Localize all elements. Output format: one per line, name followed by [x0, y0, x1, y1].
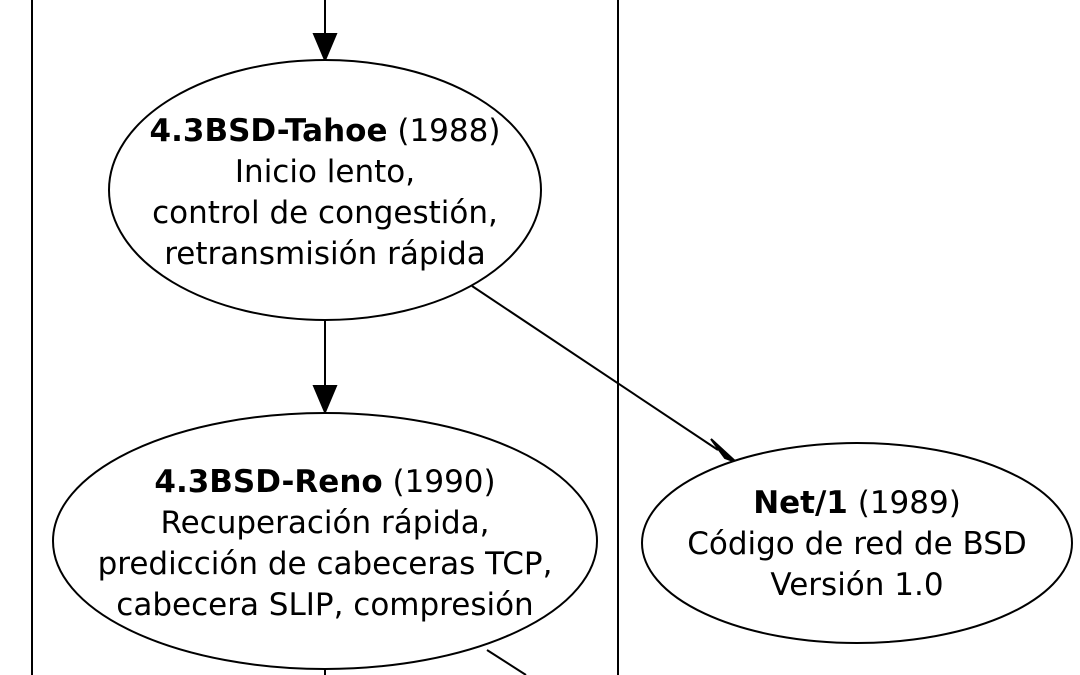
node-net1-line-1: Código de red de BSD: [687, 526, 1027, 562]
node-net1-title: Net/1 (1989): [753, 485, 961, 521]
node-tahoe-shape: [108, 59, 542, 321]
edge-prev-to-tahoe: [312, 0, 338, 63]
node-tahoe-title: 4.3BSD-Tahoe (1988): [150, 113, 501, 149]
node-tahoe-line-3: retransmisión rápida: [164, 236, 486, 272]
edge-tahoe-to-net1: [471, 285, 737, 463]
node-reno-line-3: cabecera SLIP, compresión: [116, 587, 533, 623]
node-net1-line-2: Versión 1.0: [770, 567, 943, 603]
node-reno-title: 4.3BSD-Reno (1990): [154, 464, 495, 500]
node-net1: Net/1 (1989) Código de red de BSD Versió…: [641, 442, 1073, 644]
node-reno-shape: [52, 412, 598, 670]
node-net1-shape: [641, 442, 1073, 644]
node-reno-line-2: predicción de cabeceras TCP,: [98, 546, 553, 582]
node-tahoe: 4.3BSD-Tahoe (1988) Inicio lento, contro…: [108, 59, 542, 321]
node-tahoe-line-2: control de congestión,: [152, 195, 498, 231]
edge-tahoe-to-reno: [312, 320, 338, 415]
node-reno: 4.3BSD-Reno (1990) Recuperación rápida, …: [52, 412, 598, 670]
node-tahoe-line-1: Inicio lento,: [235, 154, 415, 190]
node-reno-line-1: Recuperación rápida,: [160, 505, 489, 541]
